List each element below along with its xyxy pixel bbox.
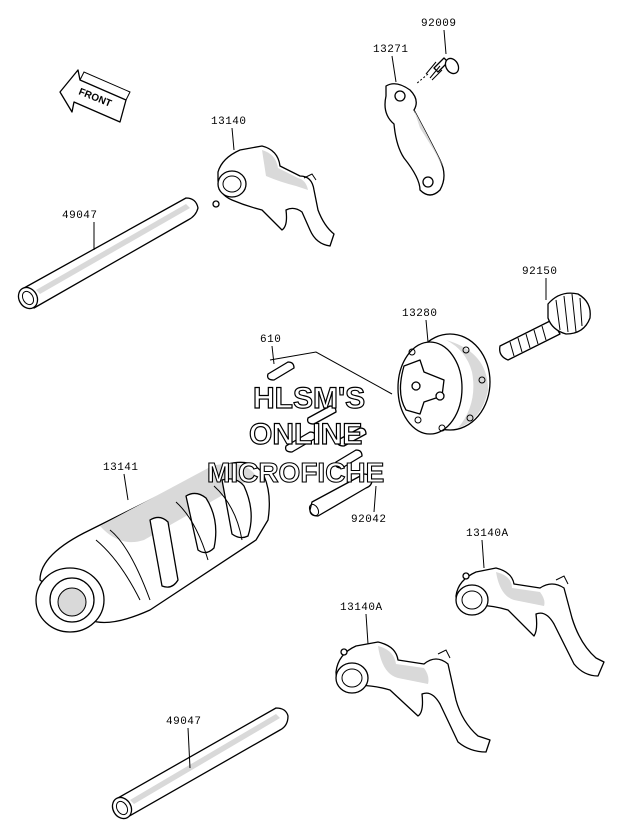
- part-label-610: 610: [260, 334, 281, 346]
- shift-fork-13140a-right: [455, 567, 605, 677]
- shaft-49047-lower: [111, 707, 289, 820]
- shift-fork-13140: [212, 145, 335, 247]
- screw-92009: [415, 57, 460, 85]
- part-label-13140a-right: 13140A: [466, 528, 509, 540]
- part-label-92042: 92042: [351, 514, 387, 526]
- front-arrow-icon: FRONT: [59, 69, 131, 123]
- part-label-49047-lower: 49047: [166, 716, 202, 728]
- part-label-13280: 13280: [402, 308, 438, 320]
- shift-drum-13141: [35, 461, 270, 633]
- part-label-13140: 13140: [211, 116, 247, 128]
- part-label-92009: 92009: [421, 18, 457, 30]
- watermark: HLSM'S ONLINE MICROFICHE: [206, 381, 384, 488]
- shift-fork-13140a-left: [335, 641, 491, 753]
- watermark-line-1: HLSM'S: [253, 382, 365, 415]
- watermark-line-2: ONLINE: [249, 418, 362, 451]
- bolt-92150: [499, 292, 591, 361]
- watermark-line-3: MICROFICHE: [207, 457, 384, 488]
- bracket-13271: [384, 83, 445, 196]
- cam-plate-13280: [397, 333, 491, 435]
- part-label-92150: 92150: [522, 266, 558, 278]
- shaft-49047-upper: [17, 197, 199, 310]
- part-label-13140a-left: 13140A: [340, 602, 383, 614]
- pin-92042: [308, 473, 373, 517]
- part-label-13271: 13271: [373, 44, 409, 56]
- part-label-49047-upper: 49047: [62, 210, 98, 222]
- part-label-13141: 13141: [103, 462, 139, 474]
- pins-610: [266, 351, 393, 469]
